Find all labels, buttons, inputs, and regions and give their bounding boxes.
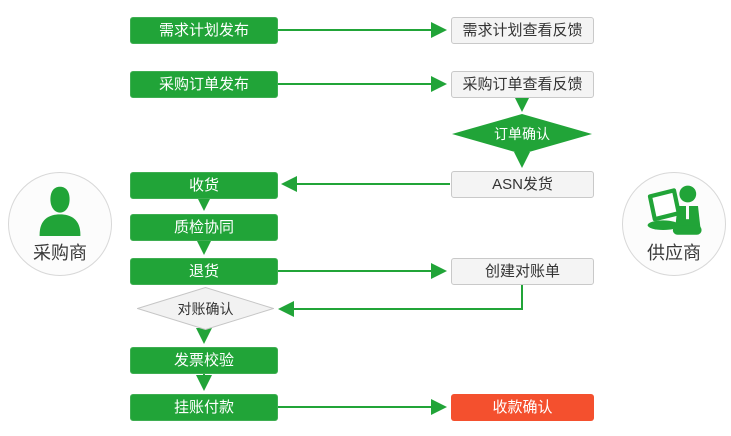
step-demand-plan-publish: 需求计划发布 bbox=[130, 17, 278, 44]
step-book-payment: 挂账付款 bbox=[130, 394, 278, 421]
step-return-goods: 退货 bbox=[130, 258, 278, 285]
step-demand-plan-feedback: 需求计划查看反馈 bbox=[451, 17, 594, 44]
actor-buyer: 采购商 bbox=[8, 172, 112, 276]
step-receipt-confirm: 收款确认 bbox=[451, 394, 594, 421]
step-asn-shipment: ASN发货 bbox=[451, 171, 594, 198]
actor-buyer-label: 采购商 bbox=[33, 243, 87, 263]
step-invoice-verification: 发票校验 bbox=[130, 347, 278, 374]
step-create-statement: 创建对账单 bbox=[451, 258, 594, 285]
step-purchase-order-publish: 采购订单发布 bbox=[130, 71, 278, 98]
decision-order-confirm: 订单确认 bbox=[452, 114, 592, 154]
decision-reconciliation-confirm: 对账确认 bbox=[137, 287, 274, 330]
step-receive-goods: 收货 bbox=[130, 172, 278, 199]
person-icon bbox=[39, 186, 81, 236]
actor-supplier: 供应商 bbox=[622, 172, 726, 276]
diamond-shape bbox=[137, 287, 274, 330]
decision-label: 对账确认 bbox=[177, 300, 234, 317]
laptop-user-icon bbox=[647, 185, 702, 235]
step-quality-inspection: 质检协同 bbox=[130, 214, 278, 241]
actor-supplier-label: 供应商 bbox=[647, 243, 701, 263]
step-purchase-order-feedback: 采购订单查看反馈 bbox=[451, 71, 594, 98]
decision-label: 订单确认 bbox=[494, 126, 550, 142]
diamond-shape bbox=[452, 114, 592, 154]
